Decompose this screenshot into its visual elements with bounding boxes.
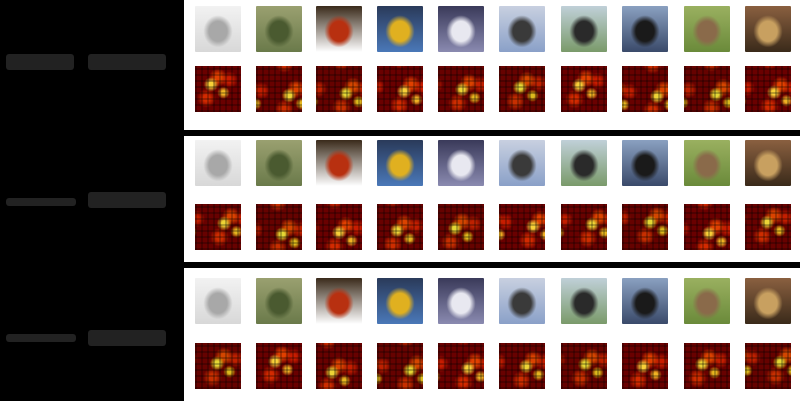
heatmap-deer-antlers-2 [745,204,791,250]
row-label-1-blur-a [6,54,74,70]
thumbnail-truck-2 [561,140,607,186]
thumbnail-frog-3 [256,278,302,324]
heatmap-truck-2 [561,204,607,250]
heatmap-airplane-2 [499,204,545,250]
row-labels [0,0,184,401]
heatmap-rooster-3 [316,343,362,389]
thumbnail-airplane-3 [499,278,545,324]
thumbnail-frog-1 [256,6,302,52]
thumbnail-deer-antlers-3 [745,278,791,324]
heatmap-car-2 [377,204,423,250]
heatmap-puppy-2 [195,204,241,250]
heatmap-deer-2 [684,204,730,250]
heatmap-dump-truck-3 [622,343,668,389]
thumbnail-airplane-1 [499,6,545,52]
thumbnail-deer-3 [684,278,730,324]
row-label-1 [0,40,184,80]
thumbnail-deer-1 [684,6,730,52]
heatmap-dump-truck-1 [622,66,668,112]
heatmap-puppy-3 [195,343,241,389]
heatmap-deer-1 [684,66,730,112]
heatmap-truck-1 [561,66,607,112]
thumbnail-car-1 [377,6,423,52]
thumbnail-truck-3 [561,278,607,324]
row-label-1-blur-b [88,54,166,70]
thumbnail-airplane-2 [499,140,545,186]
thumbnail-rooster-1 [316,6,362,52]
row-label-3-blur-a [6,334,76,342]
thumbnail-truck-1 [561,6,607,52]
heatmap-car-1 [377,66,423,112]
heatmap-boat-2 [438,204,484,250]
heatmap-airplane-3 [499,343,545,389]
heatmap-puppy-1 [195,66,241,112]
thumbnail-puppy-3 [195,278,241,324]
thumbnail-puppy-1 [195,6,241,52]
heatmap-deer-antlers-3 [745,343,791,389]
heatmap-airplane-1 [499,66,545,112]
heatmap-boat-1 [438,66,484,112]
row-label-2 [0,180,184,220]
heatmap-frog-1 [256,66,302,112]
thumbnail-rooster-2 [316,140,362,186]
heatmap-truck-3 [561,343,607,389]
thumbnail-boat-2 [438,140,484,186]
row-label-3-blur-b [88,330,166,346]
heatmap-frog-3 [256,343,302,389]
row-label-3 [0,318,184,358]
row-label-2-blur-b [88,192,166,208]
thumbnail-dump-truck-3 [622,278,668,324]
thumbnail-dump-truck-2 [622,140,668,186]
thumbnail-car-2 [377,140,423,186]
thumbnail-boat-1 [438,6,484,52]
thumbnail-dump-truck-1 [622,6,668,52]
heatmap-rooster-2 [316,204,362,250]
heatmap-rooster-1 [316,66,362,112]
row-label-2-blur-a [6,198,76,206]
thumbnail-frog-2 [256,140,302,186]
heatmap-deer-3 [684,343,730,389]
thumbnail-car-3 [377,278,423,324]
heatmap-car-3 [377,343,423,389]
thumbnail-boat-3 [438,278,484,324]
thumbnail-rooster-3 [316,278,362,324]
heatmap-deer-antlers-1 [745,66,791,112]
heatmap-frog-2 [256,204,302,250]
heatmap-boat-3 [438,343,484,389]
thumbnail-puppy-2 [195,140,241,186]
heatmap-dump-truck-2 [622,204,668,250]
thumbnail-deer-antlers-2 [745,140,791,186]
thumbnail-deer-antlers-1 [745,6,791,52]
thumbnail-deer-2 [684,140,730,186]
